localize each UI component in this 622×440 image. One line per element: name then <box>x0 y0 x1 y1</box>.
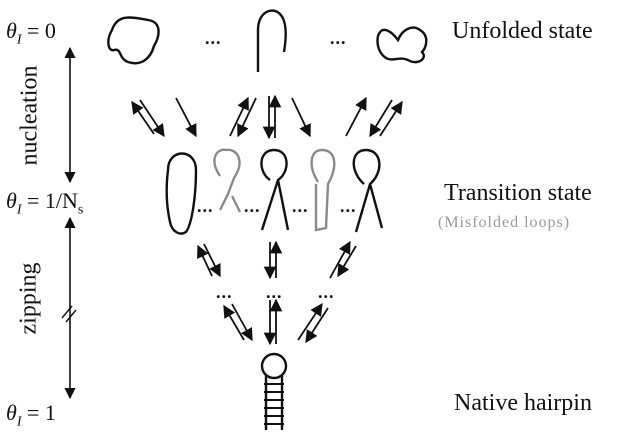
loop-misfolded-right <box>312 150 335 230</box>
loop-wide <box>167 154 196 234</box>
native-hairpin <box>262 354 286 430</box>
nucleation-arrows <box>132 96 402 138</box>
zipping-arrows-lower <box>224 300 328 344</box>
loop-narrow <box>354 150 382 232</box>
unfolded-chain-random <box>108 17 158 63</box>
zipping-arrows-upper <box>198 242 356 278</box>
unfolded-chain-hook <box>258 11 286 72</box>
loop-misfolded-left <box>214 150 240 212</box>
loop-native-like <box>261 150 288 230</box>
unfolded-chain-coil <box>377 28 426 63</box>
